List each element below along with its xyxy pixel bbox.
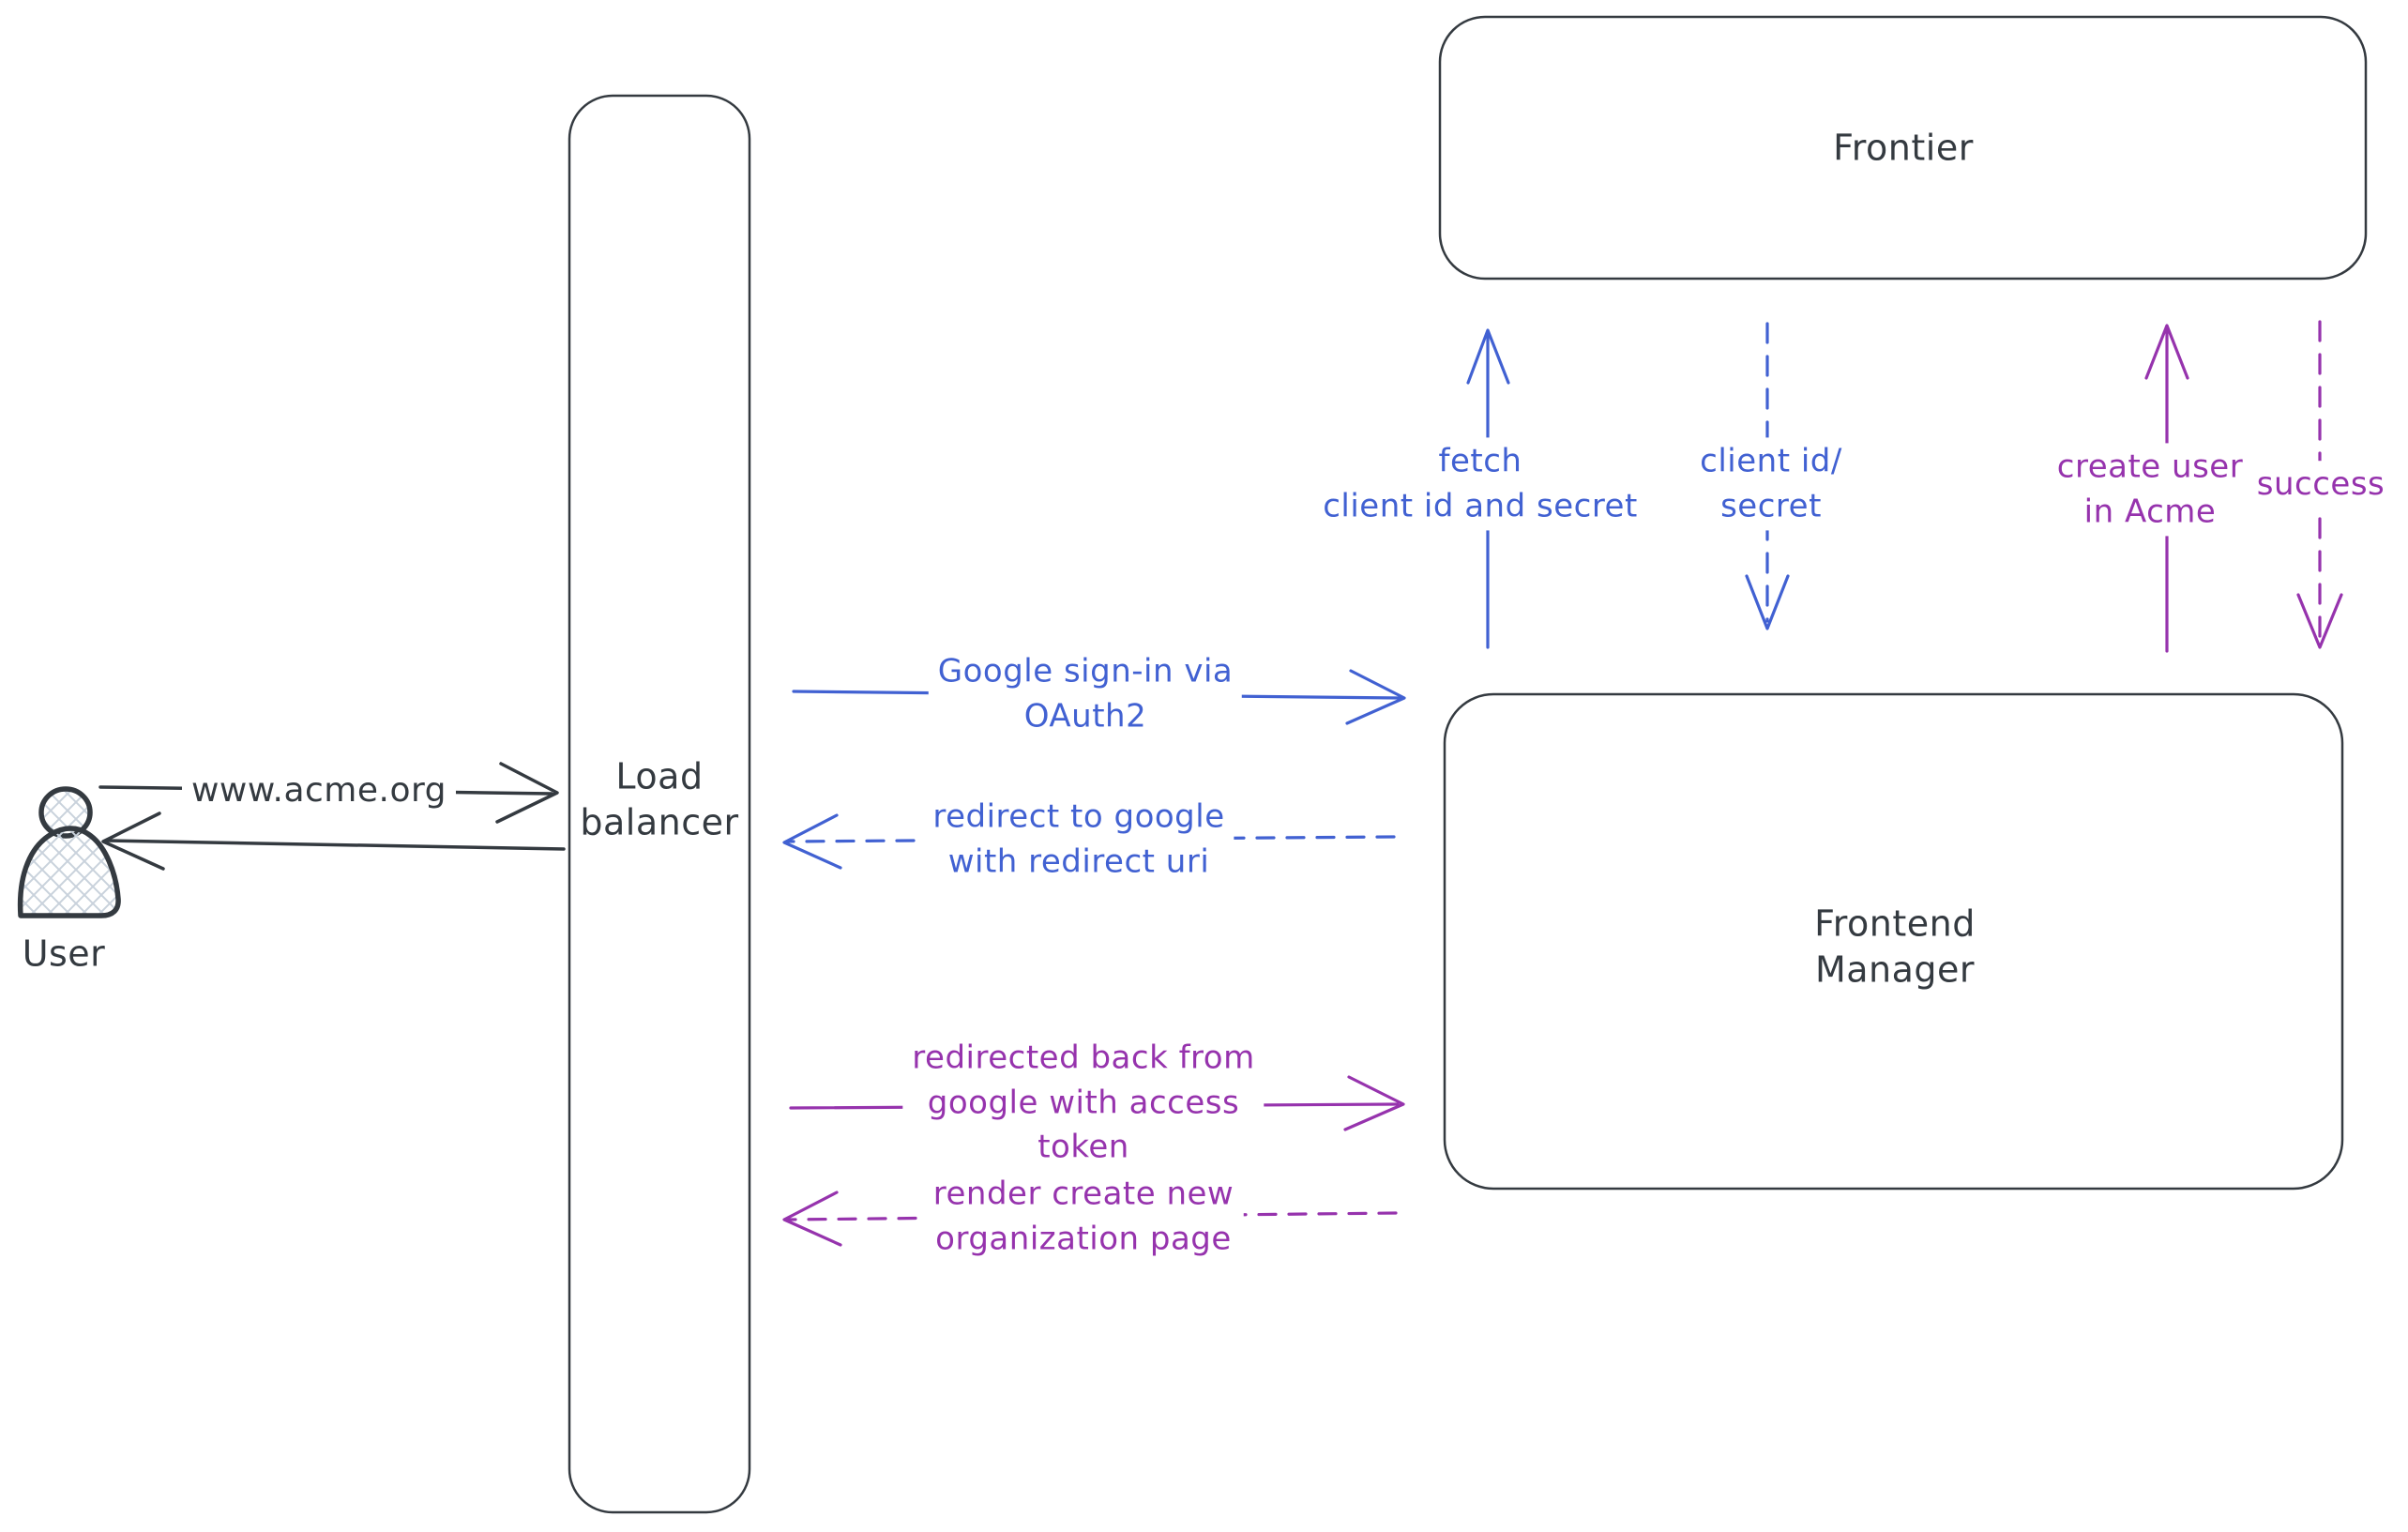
arrow-success	[2296, 320, 2343, 649]
arrow-render-page	[782, 1191, 1398, 1247]
frontier-node	[1438, 15, 2368, 281]
arrow-lb-to-user	[101, 812, 566, 871]
arrow-redirected-back	[789, 1075, 1405, 1131]
arrow-www-acme	[98, 762, 559, 824]
load-balancer-node	[568, 94, 751, 1514]
arrow-fetch-client	[1466, 328, 1510, 649]
arrow-create-user	[2144, 324, 2189, 653]
arrow-google-signin	[792, 669, 1406, 725]
user-icon	[17, 786, 121, 918]
arrow-redirect-google	[782, 813, 1396, 870]
frontend-manager-node	[1443, 692, 2344, 1191]
arrow-client-id-secret	[1745, 322, 1790, 630]
